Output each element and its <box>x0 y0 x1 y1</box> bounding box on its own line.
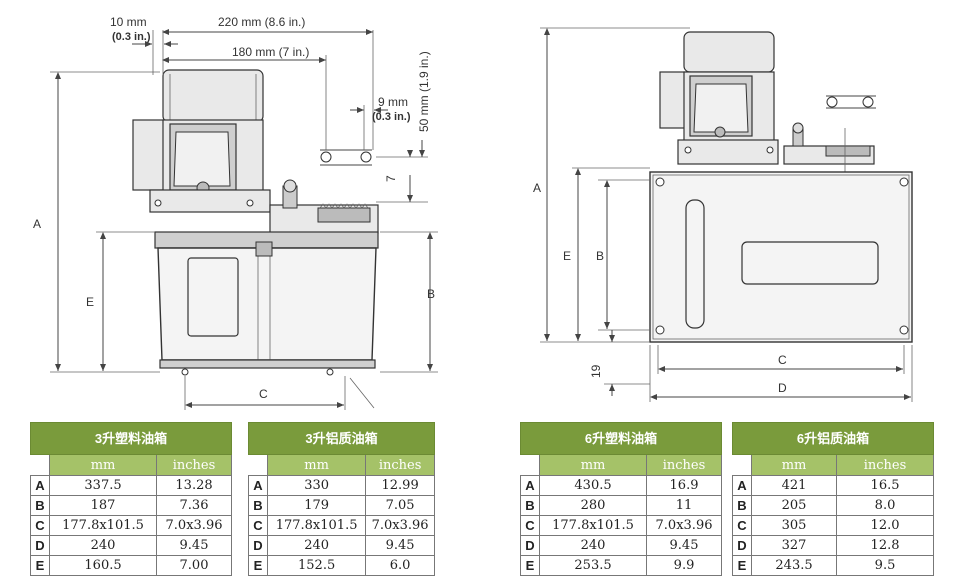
table-title: 6升塑料油箱 <box>520 422 722 455</box>
col-inches: inches <box>646 454 722 476</box>
col-mm: mm <box>48 454 158 476</box>
dim-9mm-in: (0.3 in.) <box>372 111 411 123</box>
dim-180mm: 180 mm (7 in.) <box>232 45 309 59</box>
dim-220mm: 220 mm (8.6 in.) <box>218 15 305 29</box>
label-a-left: A <box>33 217 41 231</box>
dim-50mm: 50 mm (1.9 in.) <box>417 51 431 132</box>
motor-housing-left <box>162 69 264 123</box>
label-c-left: C <box>259 387 268 401</box>
dim-9mm: 9 mm <box>378 95 408 109</box>
col-inches: inches <box>365 454 435 476</box>
right-drawing: A E B 19 C D <box>533 27 913 402</box>
label-c-right: C <box>778 353 787 367</box>
col-inches: inches <box>156 454 232 476</box>
reservoir-left <box>157 247 377 361</box>
motor-housing-right <box>683 31 775 73</box>
left-drawing: 10 mm (0.3 in.) 220 mm (8.6 in.) 180 mm … <box>33 15 438 410</box>
label-d-right: D <box>778 381 787 395</box>
dim-10mm: 10 mm <box>110 15 147 29</box>
label-e-left: E <box>86 295 94 309</box>
col-mm: mm <box>538 454 648 476</box>
label-19-right: 19 <box>589 364 603 378</box>
label-e-right: E <box>563 249 571 263</box>
dim-10mm-in: (0.3 in.) <box>112 31 151 43</box>
label-b-left: B <box>427 287 435 301</box>
table-title: 3升塑料油箱 <box>30 422 232 455</box>
col-inches: inches <box>836 454 934 476</box>
col-mm: mm <box>750 454 838 476</box>
table-title: 3升铝质油箱 <box>248 422 435 455</box>
label-a-right: A <box>533 181 541 195</box>
reservoir-right <box>649 171 913 343</box>
label-b-right: B <box>596 249 604 263</box>
col-mm: mm <box>266 454 367 476</box>
table-title: 6升铝质油箱 <box>732 422 934 455</box>
technical-drawings: 10 mm (0.3 in.) 220 mm (8.6 in.) 180 mm … <box>33 15 913 410</box>
junction-box-left <box>132 119 166 191</box>
dim-7: 7 <box>384 175 398 182</box>
